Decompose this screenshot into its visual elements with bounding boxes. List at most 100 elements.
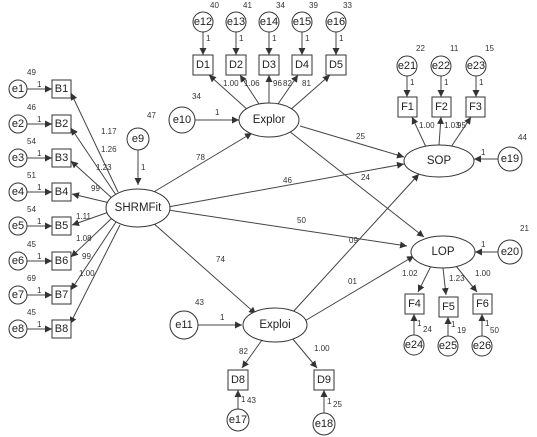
- weight-explor-d4: 82: [283, 79, 292, 88]
- error-node-e11: e11 43: [169, 298, 204, 340]
- svg-text:B7: B7: [55, 289, 68, 301]
- latent-node-exploi: Exploi: [242, 307, 308, 343]
- variance-e19: 44: [518, 133, 527, 142]
- weight-exploi-sop: 09: [349, 236, 358, 245]
- svg-text:e3: e3: [12, 152, 24, 164]
- variance-e17: 43: [247, 396, 256, 405]
- weight-shrmfit-b4: 99: [91, 184, 100, 193]
- variance-e6: 45: [27, 240, 36, 249]
- svg-text:F4: F4: [408, 298, 421, 310]
- weight-shrmfit-b1: 1.17: [101, 127, 117, 136]
- error-node-e1: e1 49: [8, 68, 36, 99]
- error-node-e22: e22 11: [430, 44, 459, 77]
- svg-text:e9: e9: [132, 133, 144, 145]
- weight-e17-d8: 1: [241, 395, 246, 404]
- error-node-e21: e21 22: [396, 44, 425, 77]
- edge-shrmfit-exploi: [151, 221, 257, 315]
- weight-shrmfit-exploi: 74: [216, 255, 225, 264]
- svg-text:D2: D2: [229, 59, 243, 71]
- svg-text:F1: F1: [401, 101, 414, 113]
- svg-text:B5: B5: [55, 220, 68, 232]
- svg-text:e20: e20: [501, 246, 519, 258]
- variance-e25: 19: [457, 326, 466, 335]
- weight-e7-b7: 1: [37, 286, 42, 295]
- svg-text:e5: e5: [12, 220, 24, 232]
- svg-text:F6: F6: [476, 298, 489, 310]
- weight-e11-exploi: 1: [220, 313, 225, 322]
- latent-node-shrmfit: SHRMFit: [105, 188, 171, 228]
- svg-text:D3: D3: [262, 59, 276, 71]
- weight-e1-b1: 1: [37, 80, 42, 89]
- edge-explor-d5: [288, 74, 331, 112]
- variance-e12: 40: [210, 1, 219, 10]
- observed-node-b3: B3: [51, 148, 72, 168]
- edge-exploi-lop: [302, 255, 415, 323]
- weight-lop-f4: 1.02: [402, 269, 418, 278]
- variance-e22: 11: [450, 44, 459, 53]
- weight-e16-d5: 1: [339, 34, 344, 43]
- svg-text:D1: D1: [196, 59, 210, 71]
- svg-text:e21: e21: [398, 60, 416, 72]
- weight-e20-lop: 1: [481, 240, 486, 249]
- observed-node-b6: B6: [51, 251, 72, 271]
- weight-e15-d4: 1: [305, 34, 310, 43]
- weight-e14-d3: 1: [272, 34, 277, 43]
- svg-text:D4: D4: [295, 59, 309, 71]
- svg-text:e1: e1: [12, 83, 24, 95]
- edges-layer: [27, 32, 498, 413]
- weight-e24-f4: 1: [417, 319, 422, 328]
- edge-explor-sop: [299, 125, 405, 159]
- svg-text:D9: D9: [317, 374, 331, 386]
- svg-text:SHRMFit: SHRMFit: [115, 202, 162, 214]
- variance-e20: 21: [520, 224, 529, 233]
- variance-e4: 51: [27, 171, 36, 180]
- variance-e8: 45: [27, 308, 36, 317]
- svg-text:F5: F5: [442, 301, 455, 313]
- latent-node-lop: LOP: [410, 235, 476, 269]
- variance-e24: 24: [423, 325, 432, 334]
- svg-text:e12: e12: [194, 16, 212, 28]
- svg-text:B1: B1: [55, 83, 68, 95]
- edge-shrmfit-b5: [71, 211, 110, 226]
- edge-sop-f3: [450, 116, 472, 148]
- edge-shrmfit-b4: [71, 192, 111, 204]
- observed-node-f6: F6: [472, 293, 493, 315]
- edge-explor-lop: [288, 130, 425, 238]
- observed-node-d3: D3: [258, 54, 280, 76]
- weight-e13-d2: 1: [239, 34, 244, 43]
- variance-e23: 15: [485, 44, 494, 53]
- error-node-e20: e20 21: [497, 224, 529, 265]
- edge-shrmfit-b1: [70, 92, 119, 193]
- variance-e3: 54: [27, 137, 36, 146]
- observed-node-d9: D9: [313, 369, 335, 391]
- weight-sop-f3: 95: [457, 121, 466, 130]
- error-node-e19: e19 44: [497, 133, 527, 172]
- error-node-e2: e2 46: [8, 103, 36, 134]
- error-node-e10: e10 34: [168, 92, 201, 134]
- svg-text:F2: F2: [435, 101, 448, 113]
- edge-lop-f5: [441, 267, 449, 296]
- weight-shrmfit-b7: 99: [82, 252, 91, 261]
- weight-e23-f3: 1: [479, 78, 484, 87]
- weight-explor-d3: 96: [273, 79, 282, 88]
- weight-shrmfit-b2: 1.26: [101, 145, 117, 154]
- edge-explor-d2: [239, 74, 260, 105]
- svg-text:F3: F3: [469, 101, 482, 113]
- error-node-e16: e16 33: [325, 1, 352, 33]
- error-node-e9: e9 47: [126, 111, 156, 151]
- svg-text:Explor: Explor: [253, 114, 286, 126]
- variance-e10: 34: [192, 92, 201, 101]
- svg-text:e17: e17: [229, 414, 247, 426]
- error-node-e7: e7 69: [8, 274, 36, 305]
- observed-node-b1: B1: [51, 79, 72, 99]
- svg-text:e7: e7: [12, 289, 24, 301]
- observed-node-b2: B2: [51, 114, 72, 134]
- weight-shrmfit-explor: 78: [196, 153, 205, 162]
- weight-e12-d1: 1: [206, 34, 211, 43]
- error-node-e26: e26 50: [471, 326, 499, 357]
- variance-e16: 33: [343, 1, 352, 10]
- observed-node-d1: D1: [192, 54, 214, 76]
- edge-shrmfit-sop: [167, 161, 405, 208]
- weight-e8-b8: 1: [37, 320, 42, 329]
- error-node-e13: e13 41: [225, 1, 252, 33]
